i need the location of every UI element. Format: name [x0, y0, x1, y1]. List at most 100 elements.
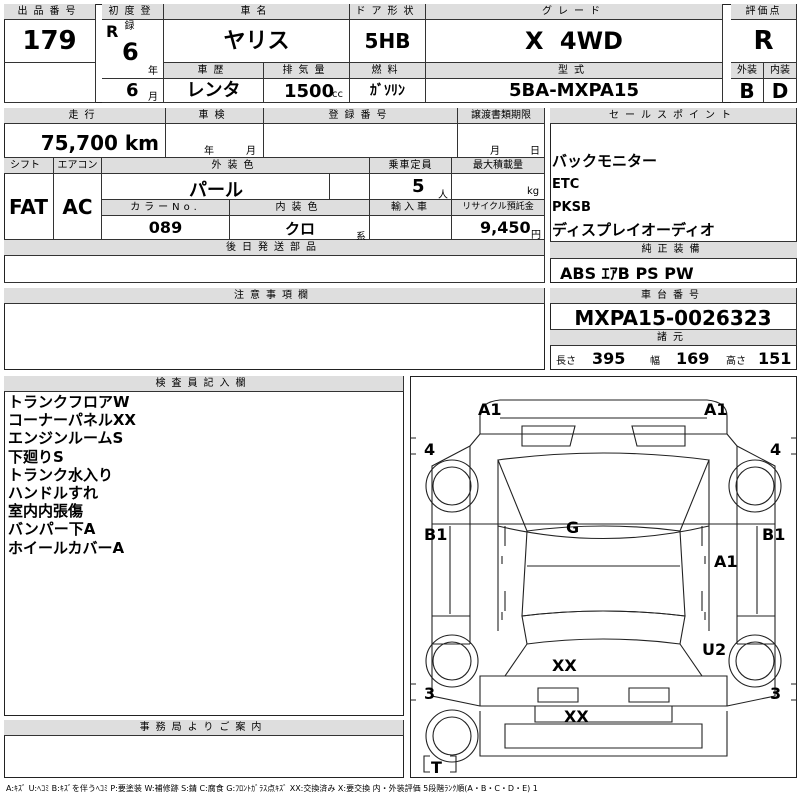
width: 169 [676, 349, 710, 368]
interior-score: D [764, 79, 797, 103]
inspector-line: トランクフロアW [8, 393, 130, 411]
inspector-line: バンパー下A [8, 520, 96, 539]
inspection-year-unit: 年 [204, 146, 214, 157]
genuine-equipment-label: 純正装備 [550, 241, 797, 259]
length: 395 [592, 349, 626, 368]
interior-color-box [230, 216, 370, 240]
max-load-box [452, 174, 545, 200]
score: R [731, 20, 797, 63]
recycle-label: リサイクル預託金 [452, 200, 545, 216]
genuine-equipment: ABS ｴｱB PS PW [560, 264, 694, 283]
car-name-label: 車名 [164, 4, 350, 20]
color-number-label: カラーNo. [102, 200, 230, 216]
max-load-unit: kg [527, 186, 540, 197]
mark-4-left: 4 [424, 440, 436, 459]
inspector-line: ハンドルすれ [8, 484, 99, 503]
sales-point: ディスプレイオーディオ [552, 221, 715, 239]
exterior-label: 外装 [731, 63, 764, 79]
inspector-line: ホイールカバーA [8, 538, 125, 557]
car-name: ヤリス [164, 20, 350, 63]
first-registration-box [102, 20, 164, 103]
mark-u2: U2 [702, 640, 727, 659]
interior-color-suffix: 系 [356, 232, 366, 243]
displacement: 1500 [284, 81, 335, 102]
width-label: 幅 [650, 356, 660, 367]
inspector-line: コーナーパネルXX [8, 411, 136, 430]
inspection-label: 車検 [166, 108, 264, 124]
sales-point: PKSB [552, 200, 591, 215]
mark-3-left: 3 [424, 684, 436, 703]
fuel-label: 燃料 [350, 63, 426, 79]
transfer-deadline-label: 譲渡書類期限 [458, 108, 545, 124]
inspector-label: 検査員記入欄 [4, 376, 404, 392]
shift: FAT [4, 174, 54, 240]
legend: A:ｷｽﾞ U:ﾍｺﾐ B:ｷｽﾞを伴うﾍｺﾐ P:要塗装 W:補修跡 S:錆 … [6, 784, 538, 793]
displacement-box [264, 79, 350, 103]
fuel: ｶﾞｿﾘﾝ [350, 79, 426, 103]
month-unit: 月 [148, 92, 158, 103]
grade-label: グレード [426, 4, 723, 20]
mark-xx-bottom: XX [564, 707, 589, 726]
transfer-deadline [458, 124, 545, 158]
mileage: 75,700 km [4, 124, 166, 158]
interior-color: クロ [284, 220, 315, 238]
import-label: 輸入車 [370, 200, 452, 216]
damage-diagram [410, 376, 797, 778]
door-type: 5HB [350, 20, 426, 63]
capacity-box [370, 174, 452, 200]
later-parts-label: 後日発送部品 [4, 240, 545, 256]
mark-xx-rear: XX [552, 656, 577, 675]
reg-year: 6 [122, 38, 139, 66]
sales-point: バックモニター [552, 152, 658, 170]
capacity: 5 [412, 176, 425, 197]
model-label: 型式 [426, 63, 723, 79]
specs-label: 諸元 [550, 330, 797, 346]
height-label: 高さ [726, 356, 746, 367]
sales-points-label: セールスポイント [550, 108, 797, 124]
shift-label: シフト [4, 158, 54, 174]
ac-label: エアコン [54, 158, 102, 174]
lot-number: 179 [4, 20, 96, 63]
sales-point: ETC [552, 177, 580, 192]
notes-label: 注意事項欄 [4, 288, 545, 304]
mark-b1-right: B1 [762, 525, 786, 544]
length-label: 長さ [556, 356, 576, 367]
registration-number [264, 124, 458, 158]
mark-t-trunk: T [431, 758, 442, 777]
mark-b1-left: B1 [424, 525, 448, 544]
first-registration-label: 初度登録 [102, 4, 164, 32]
inspection-month-unit: 月 [246, 146, 256, 157]
lot-blank [4, 63, 96, 103]
reg-month: 6 [126, 80, 139, 101]
chassis-number-label: 車台番号 [550, 288, 797, 304]
later-parts [4, 256, 545, 283]
color-number: 089 [102, 216, 230, 240]
car-outline [410, 399, 797, 773]
inspector-line: 下廻りS [8, 447, 64, 466]
history-label: 車歴 [164, 63, 264, 79]
mark-a1-front-left: A1 [478, 400, 502, 419]
exterior-score: B [731, 79, 764, 103]
mark-a1-front-right: A1 [704, 400, 728, 419]
mark-3-right: 3 [770, 684, 782, 703]
door-label: ドア形状 [350, 4, 426, 20]
exterior-color-label: 外装色 [102, 158, 370, 174]
inspector-line: 室内内張傷 [8, 502, 84, 521]
sales-points-list: バックモニター ETC PKSB ディスプレイオーディオ [552, 150, 715, 242]
recycle-fee: 9,450 [480, 218, 531, 237]
inspector-notes: トランクフロアW コーナーパネルXX エンジンルームS 下廻りS トランク水入り… [8, 393, 136, 557]
displacement-unit: cc [332, 89, 343, 100]
inspection-box [166, 124, 264, 158]
divider [102, 78, 164, 79]
capacity-unit: 人 [438, 190, 448, 201]
recycle-unit: 円 [531, 230, 541, 241]
history: レンタ [164, 79, 264, 103]
era: R [106, 22, 119, 41]
inspector-line: トランク水入り [8, 465, 114, 484]
exterior-color: パール [189, 180, 243, 201]
ac: AC [54, 174, 102, 240]
mark-g-windshield: G [566, 518, 580, 537]
height: 151 [758, 349, 792, 368]
inspector-line: エンジンルームS [8, 429, 124, 448]
